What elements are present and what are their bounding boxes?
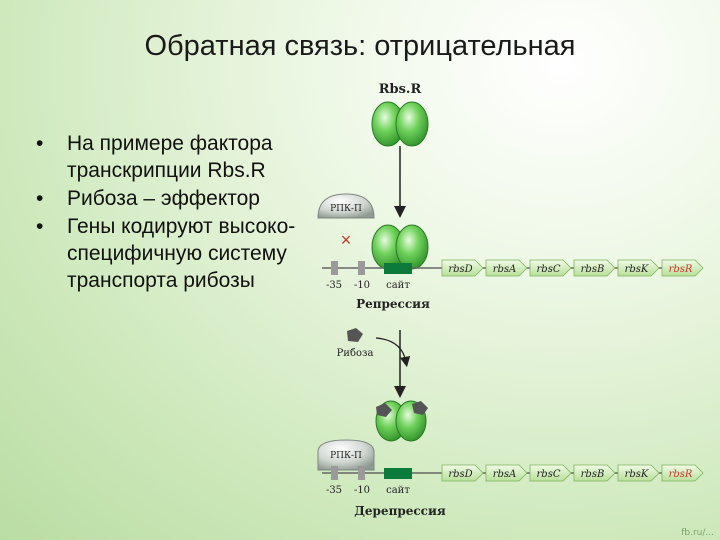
repressor-dimer-bound: [371, 224, 429, 270]
gene-arrow: [661, 464, 704, 482]
bullet-list: На примере фактора транскрипции Rbs.R Ри…: [36, 130, 298, 295]
gene-arrow: [441, 259, 484, 277]
slide-title: Обратная связь: отрицательная: [144, 30, 576, 62]
operator-site: [384, 263, 412, 274]
bullet-item: На примере фактора транскрипции Rbs.R: [36, 130, 298, 184]
gene-label: rbsR: [669, 469, 693, 480]
gene-label: rbsB: [581, 469, 605, 480]
gene-arrow: [573, 259, 616, 277]
polymerase-label: РПК-П: [330, 451, 362, 461]
repressor-dimer-free: [371, 101, 429, 147]
gene-arrow: [617, 464, 660, 482]
gene-label: rbsK: [625, 469, 649, 480]
gene-label: rbsD: [448, 469, 472, 480]
gene-arrow: [441, 464, 484, 482]
gene-operon-repressed: rbsD rbsA rbsC rbsB rbsK rbsR: [441, 259, 704, 277]
gene-label: rbsC: [537, 264, 561, 275]
polymerase-label: РПК-П: [330, 204, 362, 214]
bullet-item: Гены кодируют высоко-специфичную систему…: [36, 213, 298, 294]
rna-polymerase-top: РПК-П: [317, 193, 375, 219]
rna-polymerase-bottom: РПК-П: [317, 439, 375, 471]
ribose-binding-arrow: [375, 337, 411, 368]
gene-label: rbsD: [448, 264, 472, 275]
bullet-item: Рибоза – эффектор: [36, 185, 298, 212]
gene-operon-active: rbsD rbsA rbsC rbsB rbsK rbsR: [441, 464, 704, 482]
gene-label: rbsC: [537, 469, 561, 480]
gene-label: rbsA: [493, 469, 517, 480]
gene-label: rbsA: [493, 264, 517, 275]
box-10-label: -10: [354, 485, 370, 496]
site-label: сайт: [386, 280, 410, 291]
ribose-icon: [347, 328, 363, 342]
gene-label: rbsR: [669, 264, 693, 275]
repressor-ribose-complex: [375, 400, 428, 442]
box-35: [331, 261, 338, 275]
block-mark-icon: ×: [341, 230, 352, 250]
box-35-label: -35: [326, 280, 342, 291]
repressor-label: Rbs.R: [379, 82, 422, 97]
site-label: сайт: [386, 485, 410, 496]
derepression-label: Дерепрессия: [354, 504, 446, 518]
gene-arrow: [485, 259, 528, 277]
gene-label: rbsB: [581, 264, 605, 275]
gene-arrow: [529, 464, 572, 482]
gene-label: rbsK: [625, 264, 649, 275]
watermark: fb.ru/...: [681, 528, 714, 538]
box-10-label: -10: [354, 280, 370, 291]
gene-arrow: [529, 259, 572, 277]
repression-label: Репрессия: [356, 297, 430, 311]
box-35-label: -35: [326, 485, 342, 496]
ribose-label: Рибоза: [337, 348, 374, 359]
box-35: [331, 466, 338, 480]
gene-arrow: [485, 464, 528, 482]
gene-arrow: [661, 259, 704, 277]
box-10: [358, 261, 365, 275]
gene-arrow: [617, 259, 660, 277]
operator-site: [384, 468, 412, 479]
gene-arrow: [573, 464, 616, 482]
box-10: [358, 466, 365, 480]
